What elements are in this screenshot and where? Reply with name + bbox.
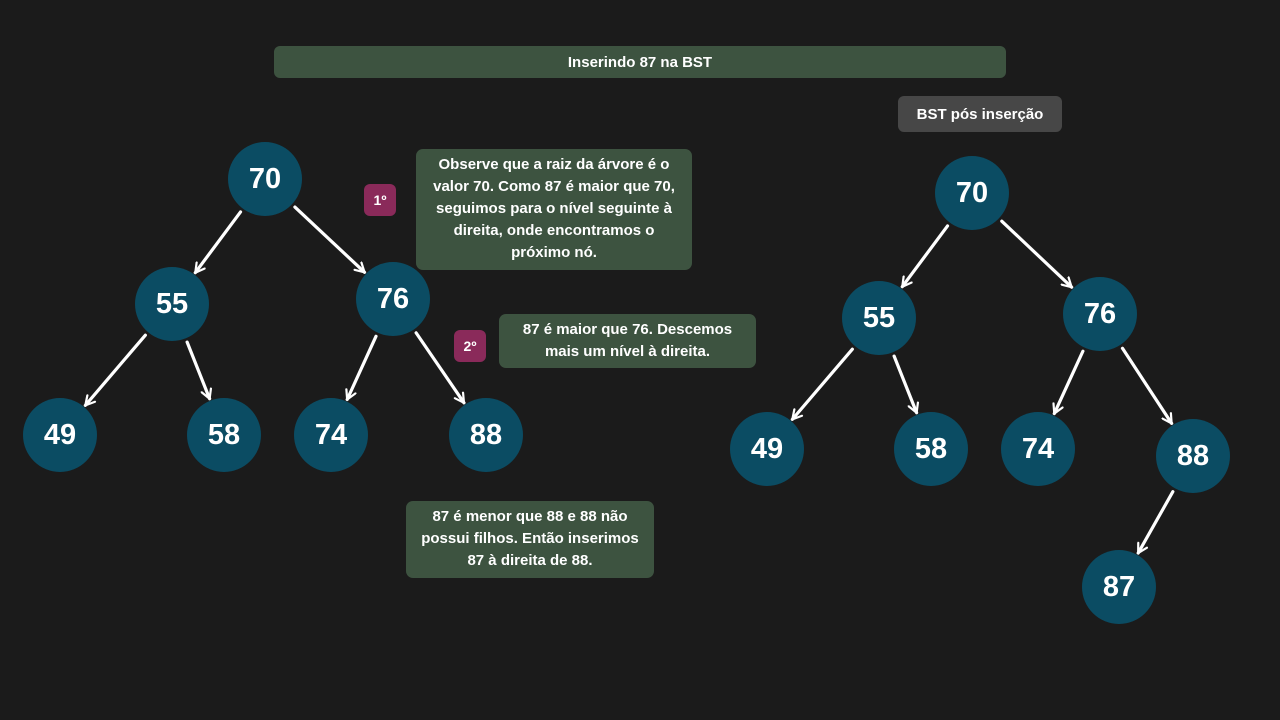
node-before-58: 58 [187,398,261,472]
node-after-88: 88 [1156,419,1230,493]
edge-after-70-76 [1000,219,1074,289]
step-1-note: Observe que a raiz da árvore é o valor 7… [416,149,692,270]
step-2-badge: 2º [454,330,486,362]
after-insertion-label: BST pós inserção [898,96,1062,132]
node-before-70: 70 [228,142,302,216]
step-2-note: 87 é maior que 76. Descemos mais um níve… [499,314,756,368]
edge-before-76-74 [347,334,378,402]
title-bar: Inserindo 87 na BST [274,46,1006,78]
edge-after-88-87 [1136,490,1175,555]
edge-after-55-49 [790,347,854,421]
node-after-87: 87 [1082,550,1156,624]
node-after-70: 70 [935,156,1009,230]
node-before-55: 55 [135,267,209,341]
edge-after-76-74 [1054,349,1085,416]
step-1-badge: 1º [364,184,396,216]
after-insertion-label-text: BST pós inserção [916,105,1044,123]
edge-before-70-55 [193,210,243,275]
node-after-55: 55 [842,281,916,355]
node-before-76: 76 [356,262,430,336]
title-text: Inserindo 87 na BST [567,53,713,71]
node-before-49: 49 [23,398,97,472]
edge-after-70-55 [900,224,950,289]
edge-after-76-88 [1120,346,1174,425]
node-before-74: 74 [294,398,368,472]
node-after-76: 76 [1063,277,1137,351]
node-after-58: 58 [894,412,968,486]
edge-before-55-58 [185,340,209,401]
edge-before-55-49 [83,333,147,407]
step-3-note: 87 é menor que 88 e 88 não possui filhos… [406,501,654,578]
node-before-88: 88 [449,398,523,472]
node-after-74: 74 [1001,412,1075,486]
node-after-49: 49 [730,412,804,486]
edge-before-70-76 [293,205,367,274]
edge-before-76-88 [414,331,466,405]
edge-after-55-58 [892,354,916,415]
